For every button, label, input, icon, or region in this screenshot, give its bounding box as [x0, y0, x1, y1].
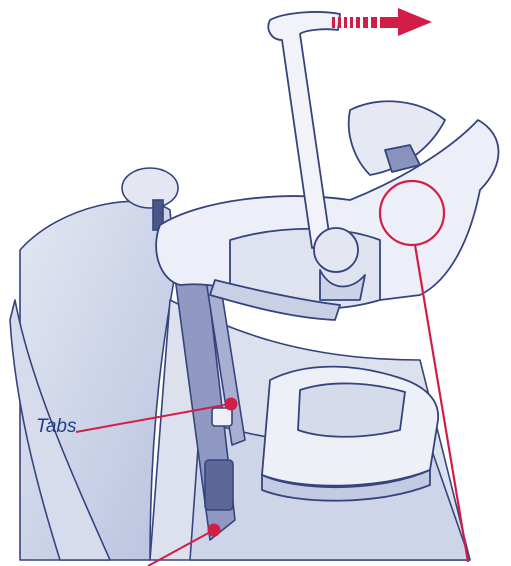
arrow-right-icon — [332, 8, 432, 36]
vehicle-seat-back — [10, 201, 175, 560]
car-seat-base — [262, 367, 438, 501]
tabs-label: Tabs — [36, 416, 77, 438]
tabs-marker-dot — [225, 398, 238, 411]
buckle-marker-dot — [208, 524, 221, 537]
